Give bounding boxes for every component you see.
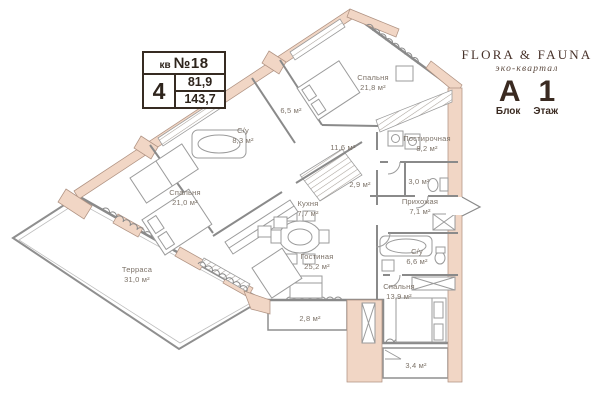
block-label: Блок [495,106,521,117]
room-area-label: 6,6 м² [406,257,428,266]
floor-label: Этаж [533,106,559,117]
balcony-outline-bottom [382,347,449,379]
room-area-label: 7,7 м² [297,209,319,218]
room-name-label: С/у [411,247,423,256]
block-value: А [498,75,521,108]
wardrobe-icon [432,213,456,231]
desk-icon [395,65,414,82]
brand-name: FLORA & FAUNA [461,47,593,62]
room-area-label: 2,9 м² [349,180,371,189]
wardrobe-icon [129,143,199,204]
room-area-label: 6,5 м² [280,106,302,115]
room-area-label: 3,4 м² [405,361,427,370]
room-area-label: 21,0 м² [172,198,198,207]
washer-icon [404,133,421,150]
toilet-icon [427,177,449,192]
sink-icon [381,259,395,272]
unit-kv-label: кв [159,60,171,71]
brand-logo: FLORA & FAUNA эко-квартал А 1 Блок Этаж [456,47,598,117]
room-name-label: Терраса [122,265,153,274]
rooms-count: 4 [144,75,176,107]
hatched-walls [157,18,453,292]
building-footprint [75,12,460,345]
furniture [129,60,456,344]
total-area-value: 143,7 [184,92,216,106]
room-area-label: 8,2 м² [416,144,438,153]
bathtub-icon [191,129,247,159]
unit-number: №18 [173,55,209,72]
room-area-label: 13,9 м² [386,292,412,301]
toilet-icon [434,246,446,265]
brand-tagline: эко-квартал [495,64,559,74]
door-arcs [375,161,429,288]
room-name-label: Спальня [357,73,389,82]
living-area-value: 81,9 [176,75,224,92]
room-area-label: 25,2 м² [304,262,330,271]
wardrobe-icon [411,276,456,291]
room-area-label: 7,1 м² [409,207,431,216]
room-area-label: 8,3 м² [232,136,254,145]
room-area-label: 21,8 м² [360,83,386,92]
room-name-label: Прихожая [402,197,438,206]
rug-icon [251,247,303,299]
balcony-outline-small [267,299,348,331]
bed-icon [395,297,447,343]
entrance-door [446,196,482,217]
facade-fin [346,8,400,38]
bed-icon [296,60,361,121]
room-name-label: Спальня [169,188,201,197]
room-name-label: С/у [237,126,249,135]
bed-icon [141,188,213,256]
room-name-label: Спальня [383,282,415,291]
room-area-label: 31,0 м² [124,275,150,284]
washer-icon [387,130,404,147]
unit-info-table: кв №18 4 81,9 143,7 [142,51,226,109]
room-name-label: Гостиная [300,252,333,261]
pantry-shelves [299,148,363,202]
shaft-icon [361,302,376,344]
room-name-label: Постирочная [403,134,451,143]
right-exterior-wall [447,87,463,383]
room-area-label: 11,6 м² [330,143,355,152]
bathtub-icon [379,235,433,257]
room-area-label: 2,8 м² [299,314,321,323]
room-name-label: Кухня [297,199,318,208]
floor-value: 1 [538,75,556,108]
armchair-icon [257,216,288,238]
room-area-label: 3,0 м² [408,177,430,186]
west-pier [57,188,93,220]
